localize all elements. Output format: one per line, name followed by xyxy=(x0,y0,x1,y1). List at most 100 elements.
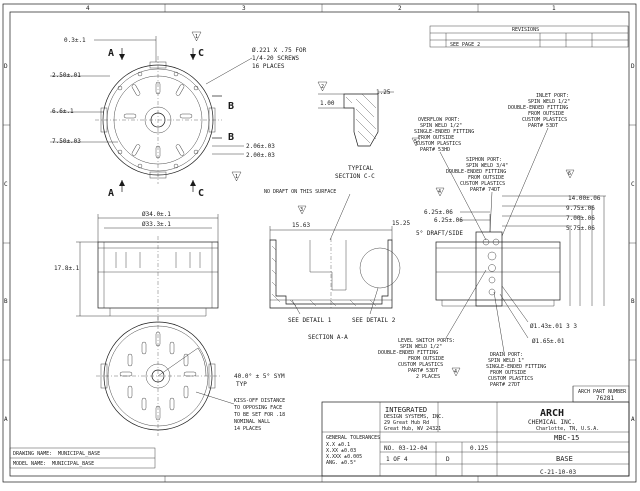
dim-overall-height: 17.8±.1 xyxy=(54,265,80,272)
section-aa-dim-1: 15.63 xyxy=(292,222,310,229)
level-note-1: LEVEL SWITCH PORTS: xyxy=(398,338,455,344)
drain-port-note: DRAIN PORT: SPIN WELD 1" SINGLE-ENDED FI… xyxy=(486,352,546,388)
zone-row-a-right: A xyxy=(631,416,635,423)
section-cc-title-1: TYPICAL xyxy=(348,165,374,172)
inlet-note-1: INLET PORT: xyxy=(536,93,569,99)
rev-tag-5: 5 xyxy=(414,139,417,145)
port-dim-2: 6.25±.06 xyxy=(434,217,463,224)
dim-top-offset: 0.3±.1 xyxy=(64,37,86,44)
zone-row-b: B xyxy=(4,298,8,305)
hole-note-3: 16 PLACES xyxy=(252,63,285,70)
section-b-bottom-label: B xyxy=(228,132,234,143)
drain-note-5: CUSTOM PLASTICS xyxy=(488,376,533,382)
general-tolerances: GENERAL TOLERANCES xyxy=(326,435,380,441)
drawing-name-label: DRAWING NAME: xyxy=(13,451,52,457)
drain-note-2: SPIN WELD 1" xyxy=(488,358,524,364)
level-note-6: PART# 53DT xyxy=(408,368,438,374)
kiss-off-note: KISS-OFF DISTANCE TO OPPOSING FACE TO BE… xyxy=(234,398,285,432)
section-a-top-label: A xyxy=(108,48,114,59)
company-name-1: INTEGRATED xyxy=(385,406,427,414)
drawing-scale: 0.125 xyxy=(470,445,488,452)
zone-row-d: D xyxy=(4,63,8,70)
overflow-note-1: OVERFLOW PORT: xyxy=(418,117,460,123)
model-name-label: MODEL NAME: xyxy=(13,461,46,467)
rev-tag-top-1: 1 xyxy=(195,34,198,40)
siphon-note-2: SPIN WELD 3/4" xyxy=(466,163,508,169)
part-number: 76281 xyxy=(596,395,614,402)
overflow-note-3: SINGLE-ENDED FITTING xyxy=(414,129,474,135)
zone-col-1: 1 xyxy=(552,5,556,12)
zone-row-b-right: B xyxy=(631,298,635,305)
tolerance-2: X.XX ±0.03 xyxy=(326,448,356,454)
section-a-bottom-label: A xyxy=(108,188,114,199)
bottom-typ-note: TYP xyxy=(236,381,247,388)
port-dia-2: Ø1.65±.01 xyxy=(532,338,565,345)
top-view: A A C C B B 0.3±.1 2.50±.01 6.6±.1 7.50±… xyxy=(50,31,307,199)
top-view-holes xyxy=(117,71,199,169)
dim-right-1: 2.06±.03 xyxy=(246,143,275,150)
hole-note-2: 1/4-20 SCREWS xyxy=(252,55,299,62)
model-name-value: MUNICIPAL_BASE xyxy=(52,461,94,467)
drain-note-4: FROM OUTSIDE xyxy=(490,370,526,376)
section-aa-title: SECTION A-A xyxy=(308,334,348,341)
zone-row-c: C xyxy=(4,181,8,188)
section-c-top-label: C xyxy=(198,48,204,59)
port-dim-1: 6.25±.06 xyxy=(424,209,453,216)
client-location: Charlotte, TN, U.S.A. xyxy=(536,426,599,432)
zone-col-3: 3 xyxy=(242,5,246,12)
inlet-port-note: INLET PORT: SPIN WELD 1/2" DOUBLE-ENDED … xyxy=(508,93,570,129)
section-cc-title-2: SECTION C-C xyxy=(335,173,375,180)
tolerance-4: ANG. ±0.5° xyxy=(326,460,356,466)
see-detail-1: SEE DETAIL 1 xyxy=(288,317,332,324)
dim-left-3: 7.50±.03 xyxy=(52,138,81,145)
section-cc-dim-1: 1.25 xyxy=(376,89,391,96)
inlet-note-4: FROM OUTSIDE xyxy=(528,111,564,117)
section-cc-view: 1.00 1.25 2 TYPICAL SECTION C-C xyxy=(317,81,394,180)
client-name-2: CHEMICAL INC. xyxy=(528,419,575,426)
level-switch-note: LEVEL SWITCH PORTS: SPIN WELD 1/2" DOUBL… xyxy=(378,338,455,380)
drawing-date: C-21-10-03 xyxy=(540,469,577,476)
zone-row-d-right: D xyxy=(631,63,635,70)
bottom-view: 40.0° ± 5° SYM TYP KISS-OFF DISTANCE TO … xyxy=(96,316,285,436)
kiss-note-4: NOMINAL WALL xyxy=(234,419,270,425)
drawing-title: MBC-15 xyxy=(554,434,579,442)
level-note-4: FROM OUTSIDE xyxy=(408,356,444,362)
section-cc-dim-2: 1.00 xyxy=(320,100,335,107)
kiss-note-2: TO OPPOSING FACE xyxy=(234,405,282,411)
overflow-port-note: OVERFLOW PORT: SPIN WELD 1/2" SINGLE-END… xyxy=(414,117,474,153)
level-note-5: CUSTOM PLASTICS xyxy=(398,362,443,368)
bottom-angle-note: 40.0° ± 5° SYM xyxy=(234,373,285,380)
sheet-border xyxy=(2,3,637,483)
kiss-note-3: TO BE SET FOR .18 xyxy=(234,412,285,418)
part-number-label: ARCH PART NUMBER xyxy=(578,389,627,395)
tolerance-3: X.XXX ±0.005 xyxy=(326,454,362,460)
section-aa-view: NO DRAFT ON THIS SURFACE 15.63 15.25 5° … xyxy=(264,189,463,341)
dim-left-2: 6.6±.1 xyxy=(52,108,74,115)
port-view: 6.25±.06 6.25±.06 14.00±.06 9.75±.06 7.0… xyxy=(424,195,606,345)
overflow-note-6: PART# 53HD xyxy=(420,147,450,153)
port-dim-5: 7.00±.06 xyxy=(566,215,595,222)
company-addr-2: Great Hub, WV 24321 xyxy=(384,426,441,432)
no-draft-note: NO DRAFT ON THIS SURFACE xyxy=(264,189,336,195)
siphon-port-note: SIPHON PORT: SPIN WELD 3/4" DOUBLE-ENDED… xyxy=(446,157,508,193)
hole-note-1: Ø.221 X .75 FOR xyxy=(252,47,307,54)
tolerance-1: X.X ±0.1 xyxy=(326,442,350,448)
revisions-row: SEE PAGE 2 xyxy=(450,42,480,48)
inlet-note-5: CUSTOM PLASTICS xyxy=(522,117,567,123)
drawing-name-box: DRAWING NAME: MUNICIPAL_BASE MODEL NAME:… xyxy=(9,447,156,469)
rev-tag-4: 4 xyxy=(438,189,441,195)
port-dia-1: Ø1.43±.01 3 3 xyxy=(530,323,577,330)
drawing-description: BASE xyxy=(556,455,573,463)
inlet-note-3: DOUBLE-ENDED FITTING xyxy=(508,105,568,111)
kiss-note-1: KISS-OFF DISTANCE xyxy=(234,398,285,404)
inlet-note-6: PART# 53DT xyxy=(528,123,558,129)
drain-note-1: DRAIN PORT: xyxy=(490,352,523,358)
see-detail-2: SEE DETAIL 2 xyxy=(352,317,396,324)
draft-note: 5° DRAFT/SIDE xyxy=(416,230,463,237)
zone-row-c-right: C xyxy=(631,181,635,188)
drawing-sheet-count: 1 OF 4 xyxy=(386,456,408,463)
port-dim-4: 9.75±.06 xyxy=(566,205,595,212)
zone-labels: 4 3 2 1 D C B A D C B A xyxy=(4,5,635,423)
